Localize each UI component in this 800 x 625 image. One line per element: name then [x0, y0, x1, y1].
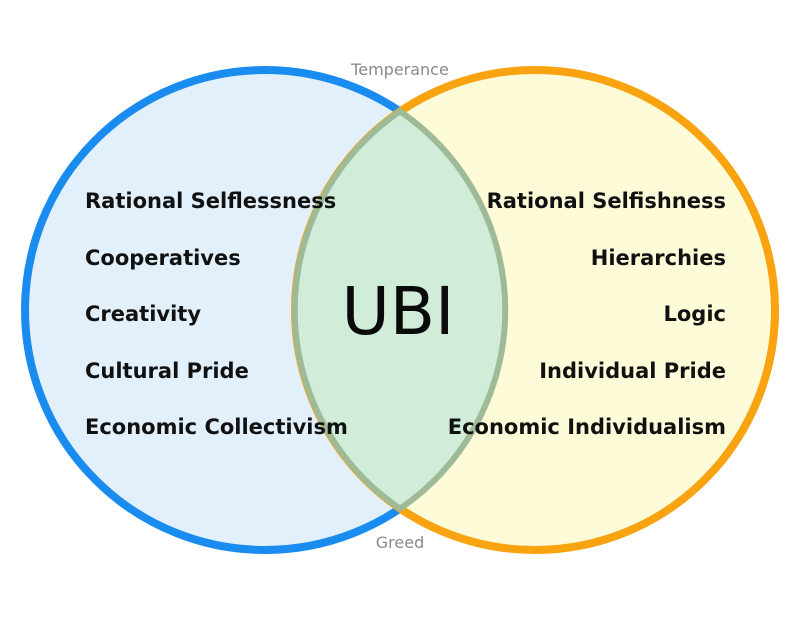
left-item-1: Rational Selflessness	[85, 189, 336, 213]
right-item-4: Individual Pride	[539, 359, 726, 383]
left-item-5: Economic Collectivism	[85, 415, 348, 439]
right-item-5: Economic Individualism	[448, 415, 726, 439]
left-item-3: Creativity	[85, 302, 201, 326]
overlap-region	[291, 107, 509, 513]
right-item-1: Rational Selfishness	[487, 189, 726, 213]
left-item-4: Cultural Pride	[85, 359, 249, 383]
center-label: UBI	[341, 273, 454, 350]
top-label: Temperance	[350, 60, 449, 79]
bottom-label: Greed	[376, 533, 424, 552]
right-item-2: Hierarchies	[591, 246, 726, 270]
right-item-3: Logic	[664, 302, 727, 326]
left-item-2: Cooperatives	[85, 246, 241, 270]
